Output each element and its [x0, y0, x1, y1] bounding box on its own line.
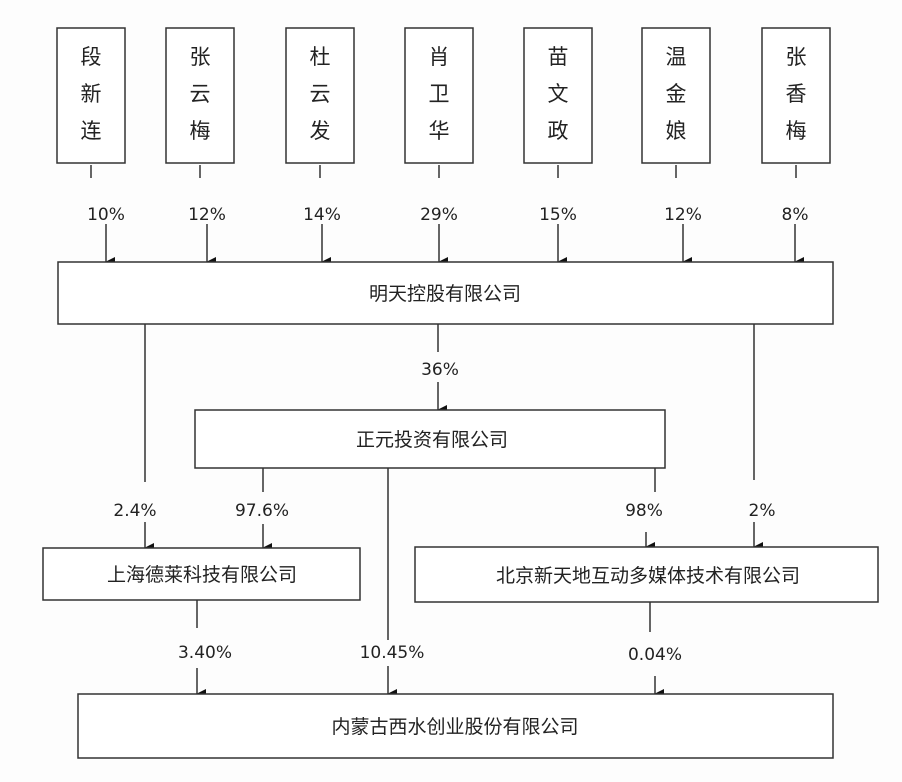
shareholder-name-char: 肖 — [429, 45, 450, 69]
shareholder-name-char: 梅 — [786, 119, 807, 143]
shareholder-name-char: 苗 — [548, 45, 569, 69]
shareholder-6: 温金娘 12% — [641, 27, 711, 267]
shareholder-name-char: 娘 — [666, 119, 687, 143]
edge-label-97-6: 97.6% — [235, 501, 289, 521]
shareholder-name-char: 段 — [81, 45, 102, 69]
company-box-mingtian — [57, 261, 834, 325]
edge-label-2: 2% — [749, 501, 776, 521]
shareholder-pct: 10% — [87, 205, 125, 225]
shareholder-name-char: 文 — [548, 82, 569, 106]
shareholder-name-char: 温 — [666, 45, 687, 69]
shareholder-box — [523, 27, 593, 164]
shareholder-name-char: 新 — [81, 82, 102, 106]
shareholder-name-char: 云 — [190, 82, 211, 106]
company-name-beijing: 北京新天地互动多媒体技术有限公司 — [496, 565, 800, 587]
shareholder-3: 杜云发 14% — [285, 27, 355, 267]
shareholder-name-char: 金 — [666, 82, 687, 106]
company-name-shanghai: 上海德莱科技有限公司 — [107, 564, 297, 586]
shareholder-box — [404, 27, 474, 164]
shareholder-pct: 12% — [664, 205, 702, 225]
company-name-zhengyuan: 正元投资有限公司 — [356, 429, 508, 451]
shareholder-box — [165, 27, 235, 164]
edge-label-10-45: 10.45% — [360, 643, 425, 663]
edge-label-2-4: 2.4% — [113, 501, 156, 521]
edge-label-98: 98% — [625, 501, 663, 521]
shareholder-box — [56, 27, 126, 164]
company-box-beijing — [414, 546, 879, 603]
edge-label-3-40: 3.40% — [178, 643, 232, 663]
shareholder-5: 苗文政 15% — [523, 27, 593, 267]
company-box-zhengyuan — [194, 409, 666, 469]
shareholder-7: 张香梅 8% — [761, 27, 831, 267]
company-name-mingtian: 明天控股有限公司 — [369, 283, 521, 305]
shareholder-name-char: 卫 — [429, 82, 450, 106]
shareholder-pct: 14% — [303, 205, 341, 225]
shareholder-pct: 8% — [782, 205, 809, 225]
shareholder-name-char: 杜 — [310, 45, 331, 69]
shareholder-pct: 29% — [420, 205, 458, 225]
shareholder-box — [761, 27, 831, 164]
shareholder-name-char: 张 — [190, 45, 211, 69]
edge-label-36: 36% — [421, 360, 459, 380]
shareholder-name-char: 政 — [548, 119, 569, 143]
edge-label-0-04: 0.04% — [628, 645, 682, 665]
shareholder-name-char: 华 — [429, 119, 450, 143]
shareholder-pct: 15% — [539, 205, 577, 225]
company-name-xishui: 内蒙古西水创业股份有限公司 — [331, 716, 578, 738]
shareholder-name-char: 香 — [786, 82, 807, 106]
company-box-xishui — [77, 693, 834, 759]
shareholder-name-char: 云 — [310, 82, 331, 106]
shareholder-name-char: 发 — [310, 119, 331, 143]
shareholder-1: 段新连 10% — [56, 27, 126, 267]
shareholder-pct: 12% — [188, 205, 226, 225]
shareholder-name-char: 连 — [81, 119, 102, 143]
shareholder-4: 肖卫华 29% — [404, 27, 474, 267]
shareholder-box — [285, 27, 355, 164]
company-box-shanghai — [42, 547, 361, 601]
shareholder-name-char: 梅 — [190, 119, 211, 143]
shareholder-2: 张云梅 12% — [165, 27, 235, 267]
shareholder-name-char: 张 — [786, 45, 807, 69]
shareholder-box — [641, 27, 711, 164]
